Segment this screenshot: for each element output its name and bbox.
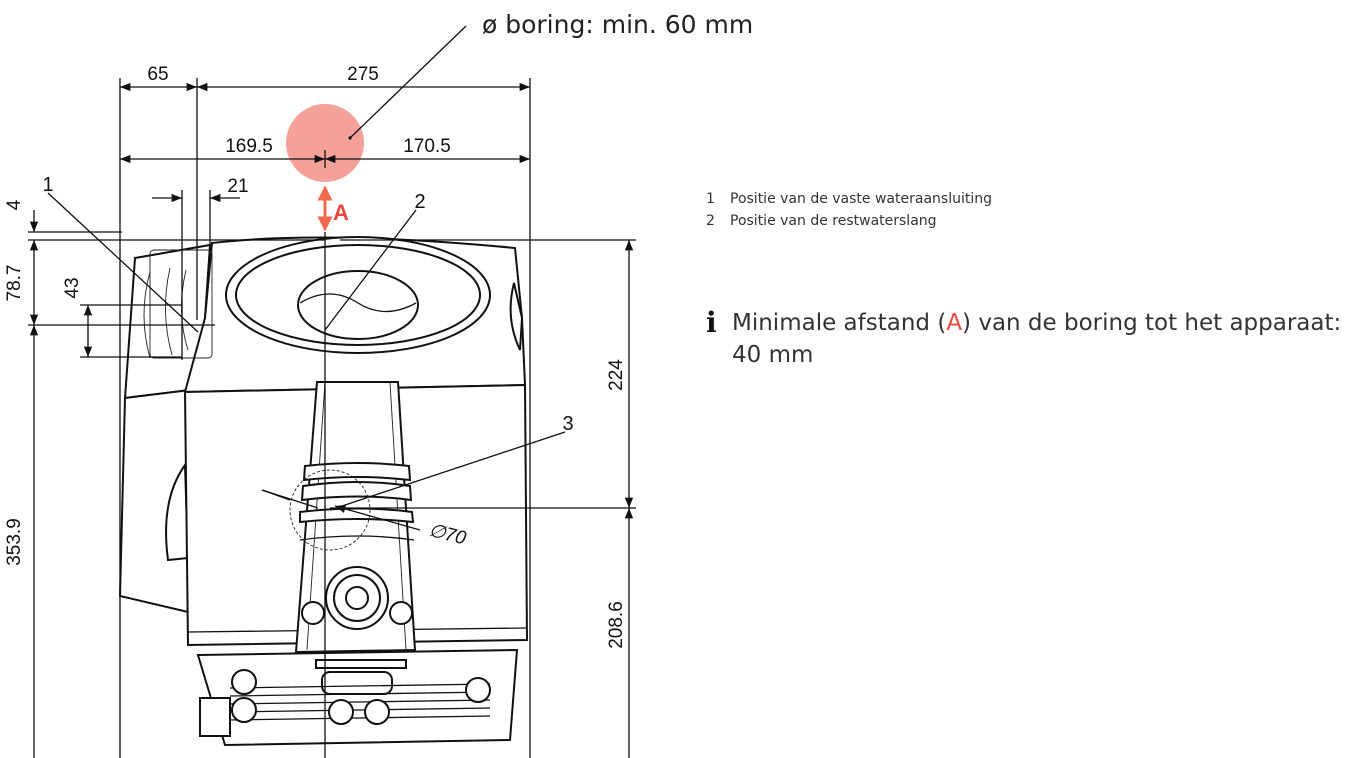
drain-circle xyxy=(289,469,371,551)
dim-224: 224 xyxy=(606,359,627,391)
legend-number: 2 xyxy=(706,213,715,229)
legend: 1 Positie van de vaste wateraansluiting … xyxy=(706,188,992,232)
legend-text: Positie van de vaste wateraansluiting xyxy=(730,191,992,207)
dim-78-7: 78.7 xyxy=(4,265,25,302)
dim-65: 65 xyxy=(147,64,168,85)
dim-21: 21 xyxy=(227,176,248,197)
dim-4: 4 xyxy=(4,199,25,210)
dim-169-5: 169.5 xyxy=(225,136,273,157)
dimension-lines xyxy=(28,78,636,758)
info-note: i Minimale afstand (A) van de boring tot… xyxy=(706,307,1346,371)
legend-item: 1 Positie van de vaste wateraansluiting xyxy=(706,188,992,210)
info-note-text: Minimale afstand (A) van de boring tot h… xyxy=(732,307,1342,371)
dim-275: 275 xyxy=(347,64,379,85)
item-label-1: 1 xyxy=(42,174,53,196)
dim-353-9: 353.9 xyxy=(4,518,25,566)
legend-number: 1 xyxy=(706,191,715,207)
legend-text: Positie van de restwaterslang xyxy=(730,213,937,229)
distance-a-label: A xyxy=(333,200,349,225)
dim-208-6: 208.6 xyxy=(606,601,627,649)
dim-170-5: 170.5 xyxy=(403,136,451,157)
reference-outlines xyxy=(143,249,371,551)
coffee-machine-outline xyxy=(118,236,529,747)
legend-item: 2 Positie van de restwaterslang xyxy=(706,210,992,232)
bore-hole-label: ø boring: min. 60 mm xyxy=(482,10,754,39)
dim-43: 43 xyxy=(62,277,83,298)
connection-zone xyxy=(149,249,213,359)
note-text-before: Minimale afstand ( xyxy=(732,310,947,336)
info-icon: i xyxy=(706,306,717,339)
bore-hole-marker xyxy=(286,104,364,182)
item-label-3: 3 xyxy=(562,413,573,435)
item-label-2: 2 xyxy=(414,191,425,213)
note-text-after: ) van de boring tot het apparaat: 40 mm xyxy=(732,310,1342,368)
note-highlight-a: A xyxy=(946,310,963,336)
